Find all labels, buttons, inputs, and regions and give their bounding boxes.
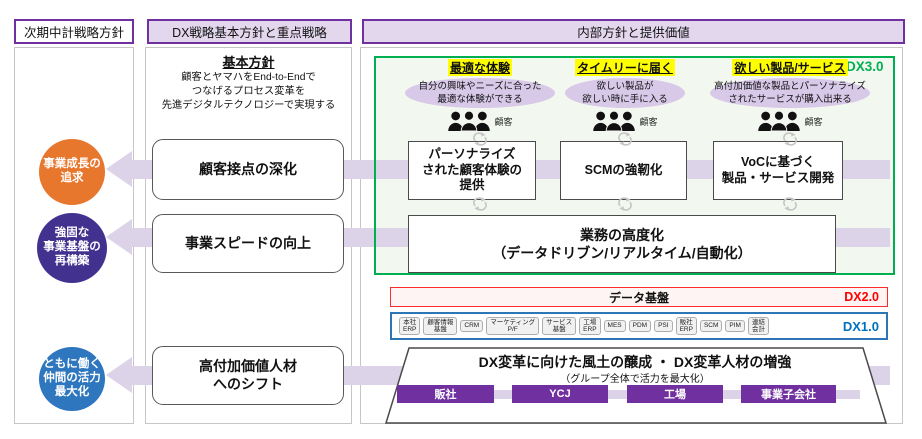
sync-icon xyxy=(783,197,797,211)
customers-icon xyxy=(448,111,491,131)
system-scm: SCM xyxy=(699,320,723,332)
sync-icon xyxy=(473,197,487,211)
sync-icon xyxy=(618,132,632,146)
value-headline-optimal-experience: 最適な体験 xyxy=(447,59,512,76)
strategy-high-value-talent: 高付加価値人材 へのシフト xyxy=(152,346,344,405)
header-midterm-policy: 次期中計戦略方針 xyxy=(14,19,134,44)
system-marketing-pf: マーケティング P/F xyxy=(486,316,540,336)
customers-icon xyxy=(758,111,801,131)
sync-icon xyxy=(618,197,632,211)
strategy-customer-touchpoints: 顧客接点の深化 xyxy=(152,139,344,200)
value-description-1: 自分の興味やニーズに合った 最適な体験ができる xyxy=(418,81,542,106)
value-description-2: 欲しい製品が 欲しい時に手に入る xyxy=(582,81,668,106)
value-ellipse xyxy=(565,78,685,108)
left-arrow-icon xyxy=(106,357,132,393)
customer-group-3: 顧客 xyxy=(745,111,835,131)
dx2-data-platform-box: データ基盤 DX2.0 xyxy=(390,287,888,307)
customer-group-2: 顧客 xyxy=(580,111,670,131)
foundation-title: DX変革に向けた風土の醸成 ・ DX変革人材の増強 xyxy=(478,354,792,370)
initiative-voc-development: VoCに基づく 製品・サービス開発 xyxy=(713,141,843,200)
sync-icon xyxy=(473,132,487,146)
goal-circle-business-growth: 事業成長の 追求 xyxy=(39,139,105,205)
system-pdm: PDM xyxy=(628,320,652,332)
system-hq-erp: 本社 ERP xyxy=(399,316,421,336)
dx3-tag: DX3.0 xyxy=(846,59,884,74)
system-crm: CRM xyxy=(460,320,484,332)
org-sales-companies: 販社 xyxy=(397,385,494,403)
customer-label: 顧客 xyxy=(494,116,513,127)
initiative-scm-resilience: SCMの強靭化 xyxy=(560,141,687,200)
system-service-platform: サービス 基盤 xyxy=(542,316,577,336)
foundation-subtitle: （グループ全体で活力を最大化） xyxy=(560,374,710,385)
value-ellipse xyxy=(405,78,555,108)
goal-circle-business-foundation: 強固な 事業基盤の 再構築 xyxy=(37,213,107,283)
dx1-systems-box: 本社 ERP 顧客情報 基盤 CRM マーケティング P/F サービス 基盤 工… xyxy=(390,312,888,340)
basic-policy-title: 基本方針 xyxy=(222,55,275,70)
system-psi: PSI xyxy=(654,320,673,332)
value-headline-desired-products: 欲しい製品/サービス xyxy=(732,59,848,76)
customer-group-1: 顧客 xyxy=(435,111,525,131)
customer-label: 顧客 xyxy=(804,116,823,127)
org-factories: 工場 xyxy=(627,385,723,403)
system-mes: MES xyxy=(603,320,626,332)
header-dx-basic-policy: DX戦略基本方針と重点戦略 xyxy=(147,19,352,44)
operations-advancement-box: 業務の高度化 （データドリブン/リアルタイム/自動化） xyxy=(408,215,836,273)
goal-circle-people-vitality: ともに働く 仲間の活力 最大化 xyxy=(39,347,105,411)
system-factory-erp: 工場 ERP xyxy=(579,316,601,336)
org-ycj: YCJ xyxy=(512,385,608,403)
value-description-3: 高付加価値な製品とパーソナライズ されたサービスが購入出来る xyxy=(714,81,866,106)
system-sales-erp: 販社 ERP xyxy=(675,316,697,336)
value-ellipse xyxy=(710,78,870,108)
value-headline-timely-delivery: タイムリーに届く xyxy=(575,59,675,76)
dx2-tag: DX2.0 xyxy=(844,290,879,304)
header-internal-policy: 内部方針と提供価値 xyxy=(362,19,905,44)
basic-policy-body: 顧客とヤマハをEnd-to-Endで つなげるプロセス変革を 先進デジタルテクノ… xyxy=(161,72,336,111)
system-consolidated-accounting: 連結 会計 xyxy=(747,316,769,336)
data-platform-title: データ基盤 xyxy=(608,290,669,305)
system-customer-info-platform: 顧客情報 基盤 xyxy=(423,316,458,336)
sync-icon xyxy=(783,132,797,146)
strategy-business-speed: 事業スピードの向上 xyxy=(152,214,344,273)
customers-icon xyxy=(593,111,636,131)
customer-label: 顧客 xyxy=(639,116,658,127)
left-arrow-icon xyxy=(106,219,132,255)
initiative-personalized-cx: パーソナライズ された顧客体験の 提供 xyxy=(408,141,536,200)
org-subsidiaries: 事業子会社 xyxy=(741,385,836,403)
system-pim: PIM xyxy=(725,320,745,332)
dx1-tag: DX1.0 xyxy=(842,318,879,334)
left-arrow-icon xyxy=(106,151,132,187)
